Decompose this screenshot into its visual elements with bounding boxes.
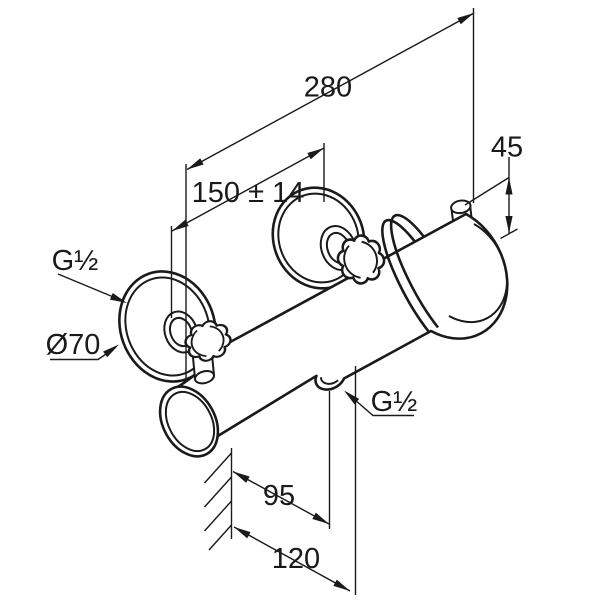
- dim-45: 45: [464, 132, 523, 240]
- left-union-nut: [180, 315, 236, 367]
- label-thread-bottom: G½: [341, 386, 418, 418]
- top-port-pin-face: [450, 199, 472, 215]
- handle-pin-face: [194, 370, 215, 385]
- dim-45-ext-diagonal: [464, 176, 510, 206]
- diameter-arrow: [103, 341, 122, 358]
- dim-150-label: 150 ± 14: [192, 177, 305, 209]
- dim-280: 280: [185, 8, 476, 379]
- left-handle-pin: [191, 348, 216, 385]
- dim-150-line: [171, 147, 325, 232]
- body-ring-seam: [381, 213, 440, 333]
- mixer-body: [158, 212, 509, 458]
- label-flange-diameter: Ø70: [46, 329, 122, 361]
- thread-top-label: G½: [52, 245, 99, 277]
- dim-95-label: 95: [263, 480, 295, 512]
- dim-120-arrow-right: [333, 579, 352, 595]
- wall-hatch: [203, 448, 233, 551]
- dim-150-arrow-right: [307, 144, 326, 160]
- dim-120-label: 120: [272, 543, 320, 575]
- dim-45-label: 45: [491, 132, 523, 164]
- end-cap-inner: [164, 390, 216, 453]
- dim-120-arrow-left: [232, 523, 251, 539]
- right-union-nut: [331, 229, 391, 290]
- dim-120: 120: [232, 366, 357, 595]
- wall-hatch-strokes: [203, 452, 233, 551]
- left-nut-detail: [190, 325, 225, 357]
- dim-280-arrow-left: [185, 158, 204, 173]
- label-thread-top-left: G½: [52, 245, 129, 307]
- dim-45-arrow-up: [505, 177, 513, 195]
- diameter-label: Ø70: [46, 329, 101, 361]
- thread-bottom-label: G½: [371, 386, 418, 418]
- dim-95: 95: [231, 391, 331, 529]
- thread-bottom-arrow: [341, 387, 360, 405]
- dim-95-line: [232, 470, 330, 525]
- dim-120-line: [233, 526, 351, 592]
- left-flange-rim: [124, 276, 211, 377]
- dim-150: 150 ± 14: [170, 143, 326, 318]
- dome-seam: [448, 223, 508, 324]
- outlet-inner-rim: [319, 377, 339, 385]
- dim-280-line: [186, 12, 475, 171]
- dim-45-tick: [500, 228, 518, 240]
- dim-95-arrow-left: [231, 468, 250, 483]
- right-nut-detail: [343, 240, 378, 279]
- dim-280-label: 280: [304, 72, 352, 104]
- dim-45-arrow-down: [505, 216, 513, 233]
- dim-95-arrow-right: [312, 512, 331, 528]
